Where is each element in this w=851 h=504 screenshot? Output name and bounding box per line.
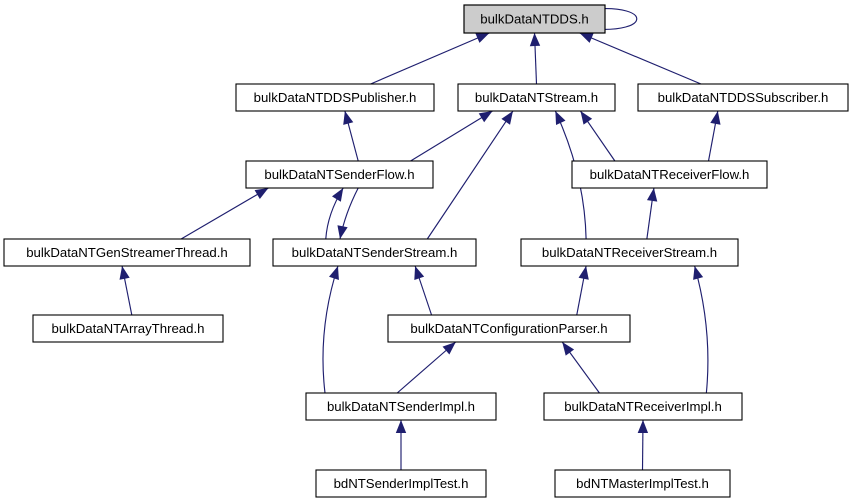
node-label-senderimpl: bulkDataNTSenderImpl.h: [327, 399, 475, 414]
node-box-senderimpl[interactable]: [305, 392, 497, 421]
node-label-arraythread: bulkDataNTArrayThread.h: [52, 321, 205, 336]
node-box-receiverflow[interactable]: [571, 160, 768, 189]
edge-senderimpl-to-senderstream: [322, 265, 339, 394]
node-genstream[interactable]: bulkDataNTGenStreamerThread.h: [3, 238, 251, 267]
edge-senderTest-to-senderimpl-arrowhead: [395, 420, 407, 433]
node-box-ddssub[interactable]: [637, 83, 849, 112]
edge-senderstream-to-ntstream: [426, 110, 514, 240]
edge-recvimpl-to-confparser-arrowhead: [562, 342, 575, 356]
edge-recvimpl-to-recvstream: [694, 265, 709, 394]
node-box-recvimpl[interactable]: [543, 392, 743, 421]
node-label-senderTest: bdNTSenderImplTest.h: [334, 476, 469, 491]
node-masterTest[interactable]: bdNTMasterImplTest.h: [554, 469, 731, 498]
node-recvstream[interactable]: bulkDataNTReceiverStream.h: [520, 238, 739, 267]
node-box-recvstream[interactable]: [520, 238, 739, 267]
edge-masterTest-to-recvimpl-arrowhead: [637, 420, 649, 434]
nodes-layer: bulkDataNTDDS.h bulkDataNTDDSPublisher.h b…: [3, 4, 849, 498]
edge-genstream-to-senderflow: [180, 187, 269, 240]
edge-genstream-to-senderflow-arrowhead: [254, 188, 269, 200]
node-box-genstream[interactable]: [3, 238, 251, 267]
node-label-senderstream: bulkDataNTSenderStream.h: [292, 245, 458, 260]
edges-layer: [119, 5, 721, 471]
node-label-ddssub: bulkDataNTDDSSubscriber.h: [658, 90, 829, 105]
edge-confparser-to-recvstream-arrowhead: [578, 266, 589, 280]
node-box-confparser[interactable]: [387, 314, 631, 343]
node-confparser[interactable]: bulkDataNTConfigurationParser.h: [387, 314, 631, 343]
node-label-ntdds: bulkDataNTDDS.h: [480, 11, 588, 26]
node-box-senderflow[interactable]: [245, 160, 434, 189]
node-senderTest[interactable]: bdNTSenderImplTest.h: [315, 469, 487, 498]
node-label-ntstream: bulkDataNTStream.h: [475, 90, 598, 105]
node-label-recvstream: bulkDataNTReceiverStream.h: [542, 245, 717, 260]
edge-senderstream-to-senderflow-arrowhead: [331, 188, 344, 202]
node-ntdds[interactable]: bulkDataNTDDS.h: [463, 4, 606, 34]
edge-senderflow-to-ddspub-arrowhead: [343, 111, 354, 125]
node-senderflow[interactable]: bulkDataNTSenderFlow.h: [245, 160, 434, 189]
node-box-masterTest[interactable]: [554, 469, 731, 498]
node-box-arraythread[interactable]: [32, 314, 224, 343]
node-label-senderflow: bulkDataNTSenderFlow.h: [264, 167, 414, 182]
node-receiverflow[interactable]: bulkDataNTReceiverFlow.h: [571, 160, 768, 189]
edge-senderflow-to-ntstream-arrowhead: [478, 111, 493, 123]
node-box-ntstream[interactable]: [457, 83, 616, 112]
node-ntstream[interactable]: bulkDataNTStream.h: [457, 83, 616, 112]
edge-senderflow-to-ntstream: [410, 110, 493, 162]
node-label-receiverflow: bulkDataNTReceiverFlow.h: [590, 167, 750, 182]
edge-receiverflow-to-ntstream-arrowhead: [580, 111, 593, 125]
node-recvimpl[interactable]: bulkDataNTReceiverImpl.h: [543, 392, 743, 421]
edge-ntdds-to-ntdds: [592, 8, 638, 30]
node-arraythread[interactable]: bulkDataNTArrayThread.h: [32, 314, 224, 343]
edge-senderimpl-to-senderstream-arrowhead: [329, 266, 339, 280]
edge-senderstream-to-ntstream-arrowhead: [501, 111, 513, 125]
node-ddssub[interactable]: bulkDataNTDDSSubscriber.h: [637, 83, 849, 112]
node-label-recvimpl: bulkDataNTReceiverImpl.h: [564, 399, 722, 414]
edge-senderimpl-to-confparser-arrowhead: [442, 342, 456, 355]
node-label-genstream: bulkDataNTGenStreamerThread.h: [26, 245, 228, 260]
node-box-ddspub[interactable]: [235, 83, 435, 112]
node-senderstream[interactable]: bulkDataNTSenderStream.h: [272, 238, 477, 267]
node-label-confparser: bulkDataNTConfigurationParser.h: [410, 321, 607, 336]
edge-recvstream-to-receiverflow-arrowhead: [646, 188, 658, 202]
node-ddspub[interactable]: bulkDataNTDDSPublisher.h: [235, 83, 435, 112]
edge-ddspub-to-ntdds-arrowhead: [475, 33, 490, 43]
edge-arraythread-to-genstream-arrowhead: [119, 266, 130, 280]
node-box-ntdds[interactable]: [463, 4, 606, 34]
edge-ntstream-to-ntdds-arrowhead: [529, 33, 541, 47]
edge-receiverflow-to-ddssub-arrowhead: [710, 111, 721, 125]
edge-ddspub-to-ntdds: [370, 32, 490, 85]
edge-ddssub-to-ntdds-arrowhead: [579, 33, 594, 43]
node-senderimpl[interactable]: bulkDataNTSenderImpl.h: [305, 392, 497, 421]
edge-recvimpl-to-recvstream-arrowhead: [693, 266, 704, 280]
node-label-masterTest: bdNTMasterImplTest.h: [576, 476, 709, 491]
node-box-senderstream[interactable]: [272, 238, 477, 267]
edge-recvstream-to-ntstream-arrowhead: [555, 111, 566, 125]
node-label-ddspub: bulkDataNTDDSPublisher.h: [254, 90, 417, 105]
edge-confparser-to-senderstream-arrowhead: [414, 266, 425, 280]
edge-senderflow-to-senderstream-arrowhead: [337, 225, 348, 239]
node-box-senderTest[interactable]: [315, 469, 487, 498]
edge-ddssub-to-ntdds: [579, 32, 702, 85]
